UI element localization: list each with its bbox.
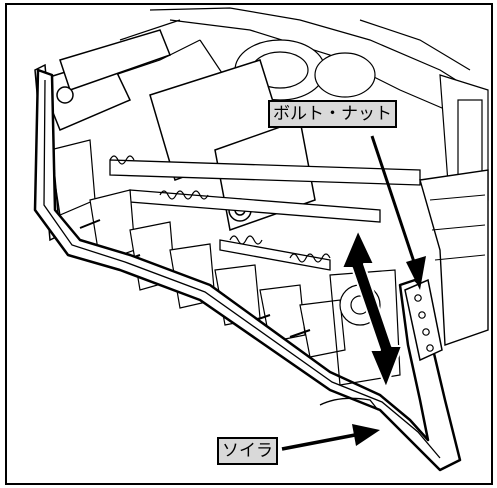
soira-label: ソイラ <box>217 437 278 465</box>
bolt-nut-leader-arrow <box>370 135 426 290</box>
bolt-nut-holes <box>414 294 434 352</box>
springs <box>109 155 331 263</box>
soira-leader-arrow <box>281 424 380 451</box>
adjustment-double-arrow <box>341 229 403 389</box>
soira-inner-edge <box>43 79 441 459</box>
stay-rod <box>319 397 379 411</box>
shafts <box>109 159 421 271</box>
right-housing <box>419 169 489 346</box>
bolt-nut-label: ボルト・ナット <box>268 100 397 128</box>
